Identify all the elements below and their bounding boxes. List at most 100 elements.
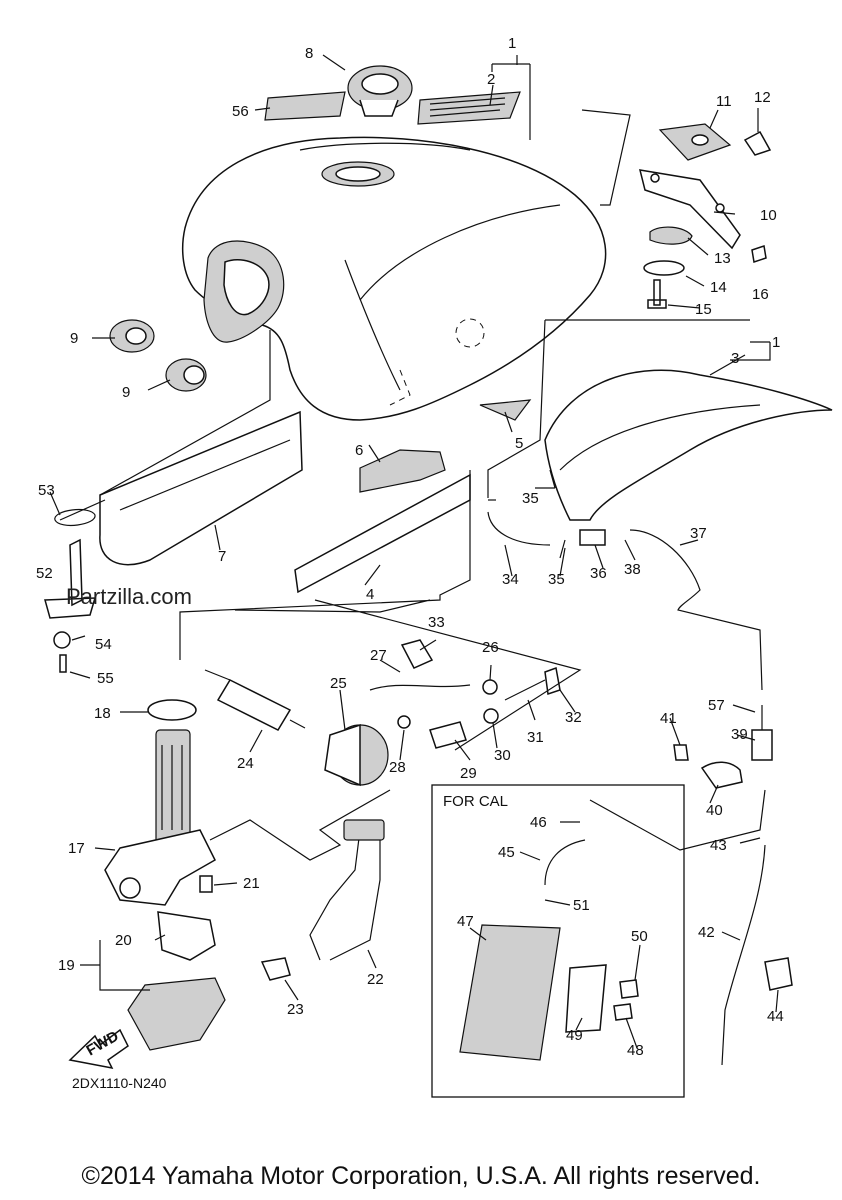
callout-43: 43	[710, 837, 727, 854]
callout-41: 41	[660, 710, 677, 727]
assembly-lines	[59, 109, 766, 861]
callout-7: 7	[218, 548, 226, 565]
callout-42: 42	[698, 924, 715, 941]
fuel-hose	[369, 684, 471, 691]
callout-17: 17	[68, 840, 85, 857]
tank-emblem	[417, 91, 521, 125]
callout-40: 40	[706, 802, 723, 819]
canister-bolt	[619, 979, 639, 999]
callout-35: 35	[522, 490, 539, 507]
fuel-hose-short	[504, 679, 546, 701]
tank-plug	[109, 319, 155, 353]
callout-33: 33	[428, 614, 445, 631]
fuel-filter	[204, 669, 306, 731]
callout-6: 6	[355, 442, 363, 459]
fuel-tank	[181, 136, 607, 421]
callout-23: 23	[287, 1001, 304, 1018]
bolt-41	[673, 744, 689, 761]
fuel-pump	[104, 729, 216, 906]
callout-27: 27	[370, 647, 387, 664]
damper-plate	[359, 449, 446, 493]
callout-48: 48	[627, 1042, 644, 1059]
callout-20: 20	[115, 932, 132, 949]
protector-strip	[294, 473, 471, 594]
pump-cover-inner	[157, 911, 216, 961]
canister	[459, 924, 561, 1061]
callout-56: 56	[232, 103, 249, 120]
hose-clamp-2	[483, 708, 499, 724]
joint	[579, 529, 606, 546]
hose-clamp	[482, 679, 498, 695]
fuel-cap	[347, 65, 413, 117]
callout-36: 36	[590, 565, 607, 582]
callout-5: 5	[515, 435, 523, 452]
harness-connector	[343, 819, 385, 841]
callout-12: 12	[754, 89, 771, 106]
callout-38: 38	[624, 561, 641, 578]
callout-30: 30	[494, 747, 511, 764]
screw-55	[59, 654, 67, 673]
callout-1: 1	[508, 35, 516, 52]
callout-18: 18	[94, 705, 111, 722]
callout-1b: 1	[772, 334, 780, 351]
callout-10: 10	[760, 207, 777, 224]
hose-clamp-44	[764, 957, 793, 991]
callout-21: 21	[243, 875, 260, 892]
bolt	[647, 279, 667, 309]
callout-22: 22	[367, 971, 384, 988]
callout-55: 55	[97, 670, 114, 687]
mounting-bracket	[638, 169, 741, 250]
callout-13: 13	[714, 250, 731, 267]
callout-9b: 9	[122, 384, 130, 401]
fwd-arrow: FWD	[68, 1028, 129, 1070]
hose-end-cap	[544, 666, 561, 695]
callout-52: 52	[36, 565, 53, 582]
callout-16: 16	[752, 286, 769, 303]
callout-31: 31	[527, 729, 544, 746]
copyright-text: ©2014 Yamaha Motor Corporation, U.S.A. A…	[81, 1162, 761, 1190]
callout-15: 15	[695, 301, 712, 318]
seal-plate	[479, 399, 532, 421]
callout-46: 46	[530, 814, 547, 831]
valve-bracket	[700, 761, 743, 789]
watermark-text: Partzilla.com	[66, 584, 192, 609]
callout-39: 39	[731, 726, 748, 743]
callouts: 1 1 2 3 4 5 6 7 8 9 9 10 11 12 13 14 15 …	[36, 35, 784, 1059]
callout-2: 2	[487, 71, 495, 88]
drain-hose	[721, 844, 766, 1066]
rubber-pad	[658, 123, 732, 161]
callout-29: 29	[460, 765, 477, 782]
callout-57: 57	[708, 697, 725, 714]
callout-37: 37	[690, 525, 707, 542]
damper	[649, 226, 693, 245]
callout-3: 3	[731, 350, 739, 367]
callout-34: 34	[502, 571, 519, 588]
clip	[743, 130, 772, 156]
washer	[643, 260, 685, 276]
o-ring	[147, 699, 197, 721]
callout-51: 51	[573, 897, 590, 914]
canister-bolt-2	[613, 1003, 633, 1021]
side-cover	[99, 410, 303, 566]
callout-45: 45	[498, 844, 515, 861]
callout-19: 19	[58, 957, 75, 974]
hose-clamp-3	[397, 715, 411, 729]
overflow-hose	[629, 529, 763, 691]
callout-49: 49	[566, 1027, 583, 1044]
hose-joint	[429, 721, 467, 749]
sticker	[264, 91, 346, 121]
harness-clamp	[260, 957, 291, 981]
callout-28: 28	[389, 759, 406, 776]
hose-clip	[400, 639, 434, 669]
pump-cover-outer	[127, 977, 226, 1051]
wire-harness	[309, 829, 381, 961]
callout-47: 47	[457, 913, 474, 930]
callout-54: 54	[95, 636, 112, 653]
bolt-small	[751, 245, 767, 263]
callout-24: 24	[237, 755, 254, 772]
callout-35b: 35	[548, 571, 565, 588]
callout-44: 44	[767, 1008, 784, 1025]
cal-inset-label: FOR CAL	[443, 793, 508, 810]
callout-4: 4	[366, 586, 374, 603]
